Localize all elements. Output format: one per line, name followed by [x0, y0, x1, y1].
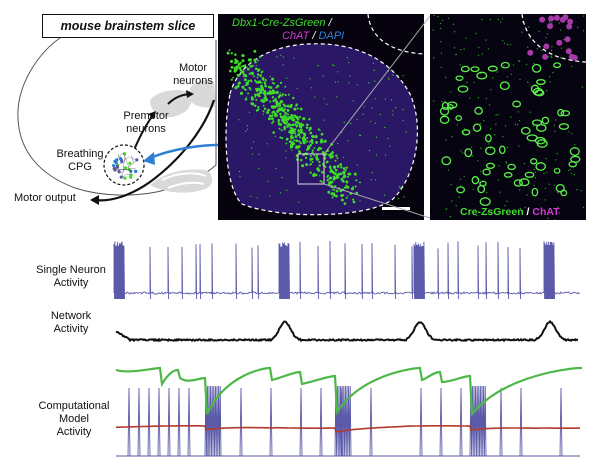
single-neuron-label: Single Neuron Activity — [36, 264, 106, 289]
model-voltage-trace — [116, 385, 580, 457]
network-label: Network Activity — [50, 310, 92, 335]
motor-neurons-label: Motor neurons — [173, 62, 213, 87]
zoom-cells — [432, 14, 585, 220]
micrograph-image — [225, 14, 424, 216]
scale-bar — [382, 207, 410, 210]
cpg-network-dots — [111, 152, 139, 180]
activity-traces — [113, 241, 582, 457]
motor-neuron-cluster — [188, 80, 216, 108]
inset-dashed-arc — [367, 14, 424, 55]
premotor-neuron-cluster — [150, 90, 192, 118]
micrograph-label-line1: Dbx1-Cre-ZsGreen / — [232, 17, 332, 29]
zsgreen-cells — [226, 49, 407, 205]
brainstem-micrograph: Dbx1-Cre-ZsGreen / ChAT / DAPI — [218, 14, 424, 220]
figure-title-text: mouse brainstem slice — [60, 19, 196, 33]
network-trace — [115, 319, 579, 343]
zoom-dashed-arc — [521, 14, 586, 63]
motor-output-label: Motor output — [14, 192, 76, 204]
motor-output-path — [94, 99, 216, 202]
model-red-trace — [116, 425, 580, 433]
zoom-image — [430, 14, 586, 220]
single-neuron-trace — [113, 241, 581, 300]
premotor-neurons-label: Premotor neurons — [123, 110, 169, 135]
zoom-label: Cre-ZsGreen / ChAT — [460, 206, 560, 218]
figure-title: mouse brainstem slice — [42, 14, 214, 38]
micrograph-label-line2: ChAT / DAPI — [282, 30, 345, 42]
lower-structure — [150, 169, 213, 193]
model-green-trace — [115, 366, 582, 417]
zoom-micrograph: Cre-ZsGreen / ChAT — [430, 14, 586, 220]
zoom-region-box — [297, 153, 325, 185]
slice-tissue — [226, 43, 418, 215]
breathing-cpg-label: Breathing CPG — [56, 148, 104, 173]
brainstem-schematic — [17, 37, 217, 205]
lower-folds — [161, 172, 207, 189]
model-label: Computational Model Activity — [38, 400, 110, 438]
